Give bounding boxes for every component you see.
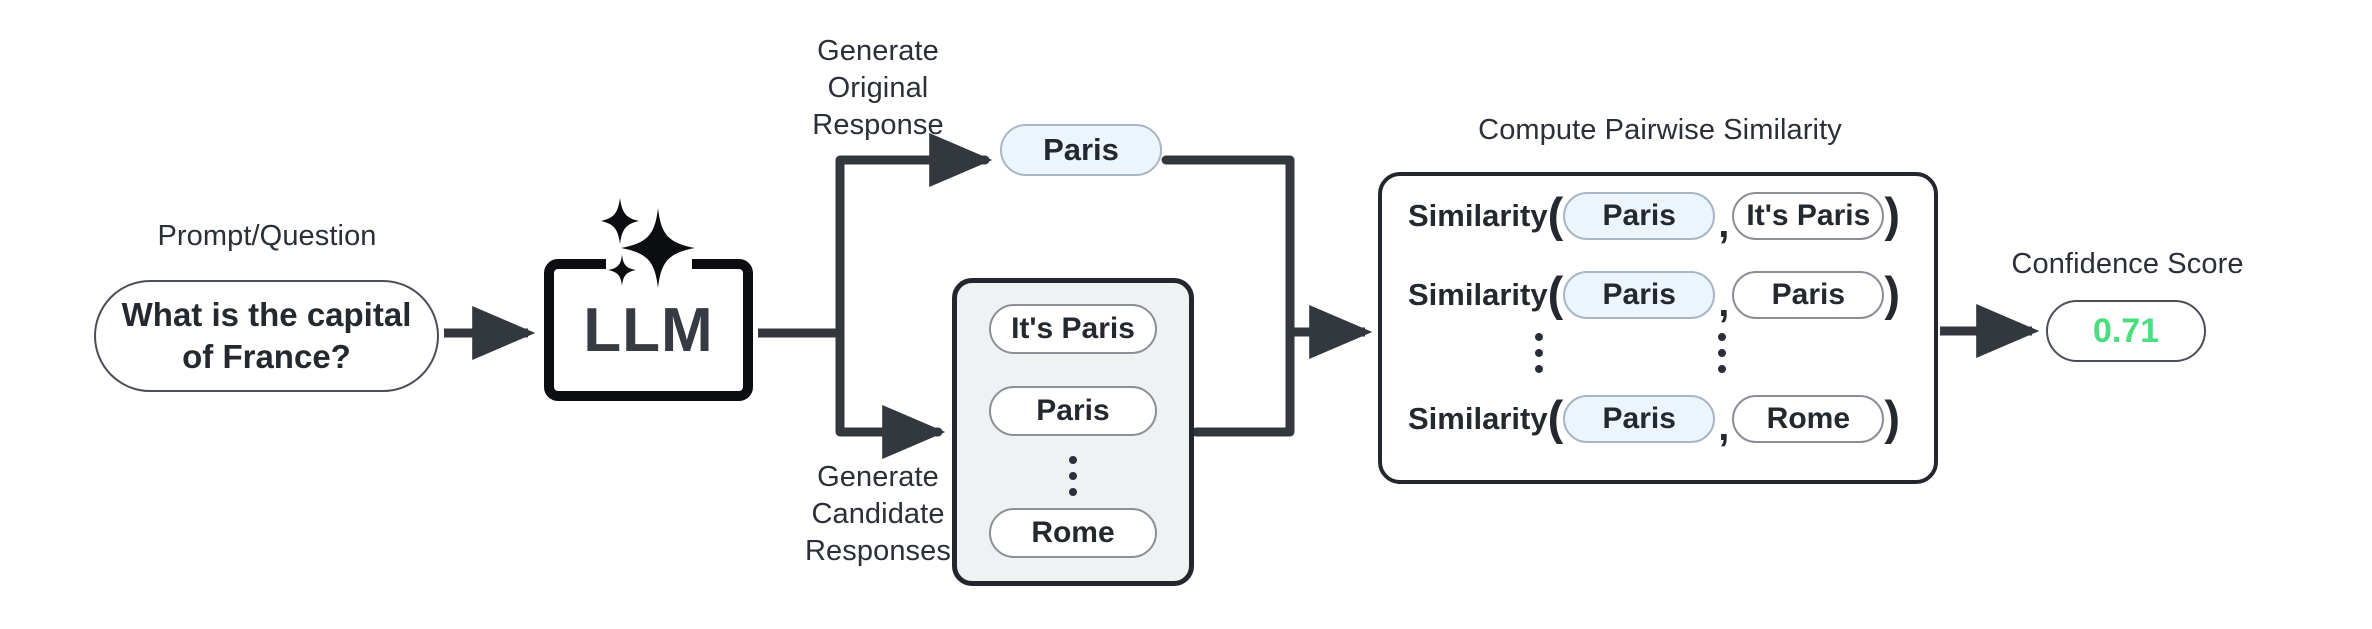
close-paren: ) bbox=[1884, 187, 1900, 241]
confidence-score-pill[interactable]: 0.71 bbox=[2046, 300, 2206, 362]
candidate-response-pill[interactable]: Rome bbox=[989, 508, 1157, 558]
dot bbox=[1718, 333, 1726, 341]
llm-label: LLM bbox=[583, 295, 714, 365]
prompt-question-pill[interactable]: What is the capital of France? bbox=[94, 280, 439, 392]
confidence-score-caption: Confidence Score bbox=[2011, 248, 2244, 280]
open-paren: ( bbox=[1547, 266, 1564, 320]
similarity-right-operand-pill[interactable]: It's Paris bbox=[1732, 192, 1885, 240]
similarity-left-operand-pill[interactable]: Paris bbox=[1563, 271, 1716, 319]
dot bbox=[1535, 333, 1543, 341]
compute-pairwise-similarity-caption: Compute Pairwise Similarity bbox=[1478, 114, 1842, 146]
dot bbox=[1069, 488, 1077, 496]
similarity-function-label: Similarity bbox=[1408, 198, 1548, 233]
sparkle-icon bbox=[601, 198, 695, 288]
dot bbox=[1535, 365, 1543, 373]
similarity-row: Similarity ( Paris , Rome ) bbox=[1408, 390, 1900, 449]
dot bbox=[1069, 456, 1077, 464]
operand-comma: , bbox=[1718, 405, 1730, 449]
similarity-function-label: Similarity bbox=[1408, 277, 1548, 312]
similarity-right-operand-pill[interactable]: Paris bbox=[1732, 271, 1885, 319]
dot bbox=[1718, 349, 1726, 357]
vertical-ellipsis-icon bbox=[1069, 456, 1077, 496]
similarity-row: Similarity ( Paris , It's Paris ) bbox=[1408, 187, 1900, 246]
original-response-pill[interactable]: Paris bbox=[1000, 124, 1162, 176]
close-paren: ) bbox=[1884, 266, 1900, 320]
close-paren: ) bbox=[1884, 390, 1900, 444]
open-paren: ( bbox=[1547, 187, 1564, 241]
vertical-ellipsis-icon bbox=[1718, 333, 1726, 373]
prompt-caption: Prompt/Question bbox=[157, 220, 377, 252]
wire-split-to-candidates bbox=[835, 328, 946, 459]
similarity-right-operand-pill[interactable]: Rome bbox=[1732, 395, 1885, 443]
similarity-function-label: Similarity bbox=[1408, 401, 1548, 436]
dot bbox=[1718, 365, 1726, 373]
generate-candidate-responses-caption: Generate Candidate Responses bbox=[805, 461, 951, 567]
similarity-left-operand-pill[interactable]: Paris bbox=[1563, 395, 1716, 443]
wire-candidates-to-merge bbox=[1191, 328, 1295, 437]
candidate-response-pill[interactable]: Paris bbox=[989, 386, 1157, 436]
similarity-row: Similarity ( Paris , Paris ) bbox=[1408, 266, 1900, 325]
vertical-ellipsis-icon bbox=[1535, 333, 1543, 373]
candidate-response-pill[interactable]: It's Paris bbox=[989, 304, 1157, 354]
dot bbox=[1535, 349, 1543, 357]
generate-original-response-caption: Generate Original Response bbox=[812, 35, 944, 141]
operand-comma: , bbox=[1718, 202, 1730, 246]
open-paren: ( bbox=[1547, 390, 1564, 444]
operand-comma: , bbox=[1718, 281, 1730, 325]
similarity-left-operand-pill[interactable]: Paris bbox=[1563, 192, 1716, 240]
dot bbox=[1069, 472, 1077, 480]
